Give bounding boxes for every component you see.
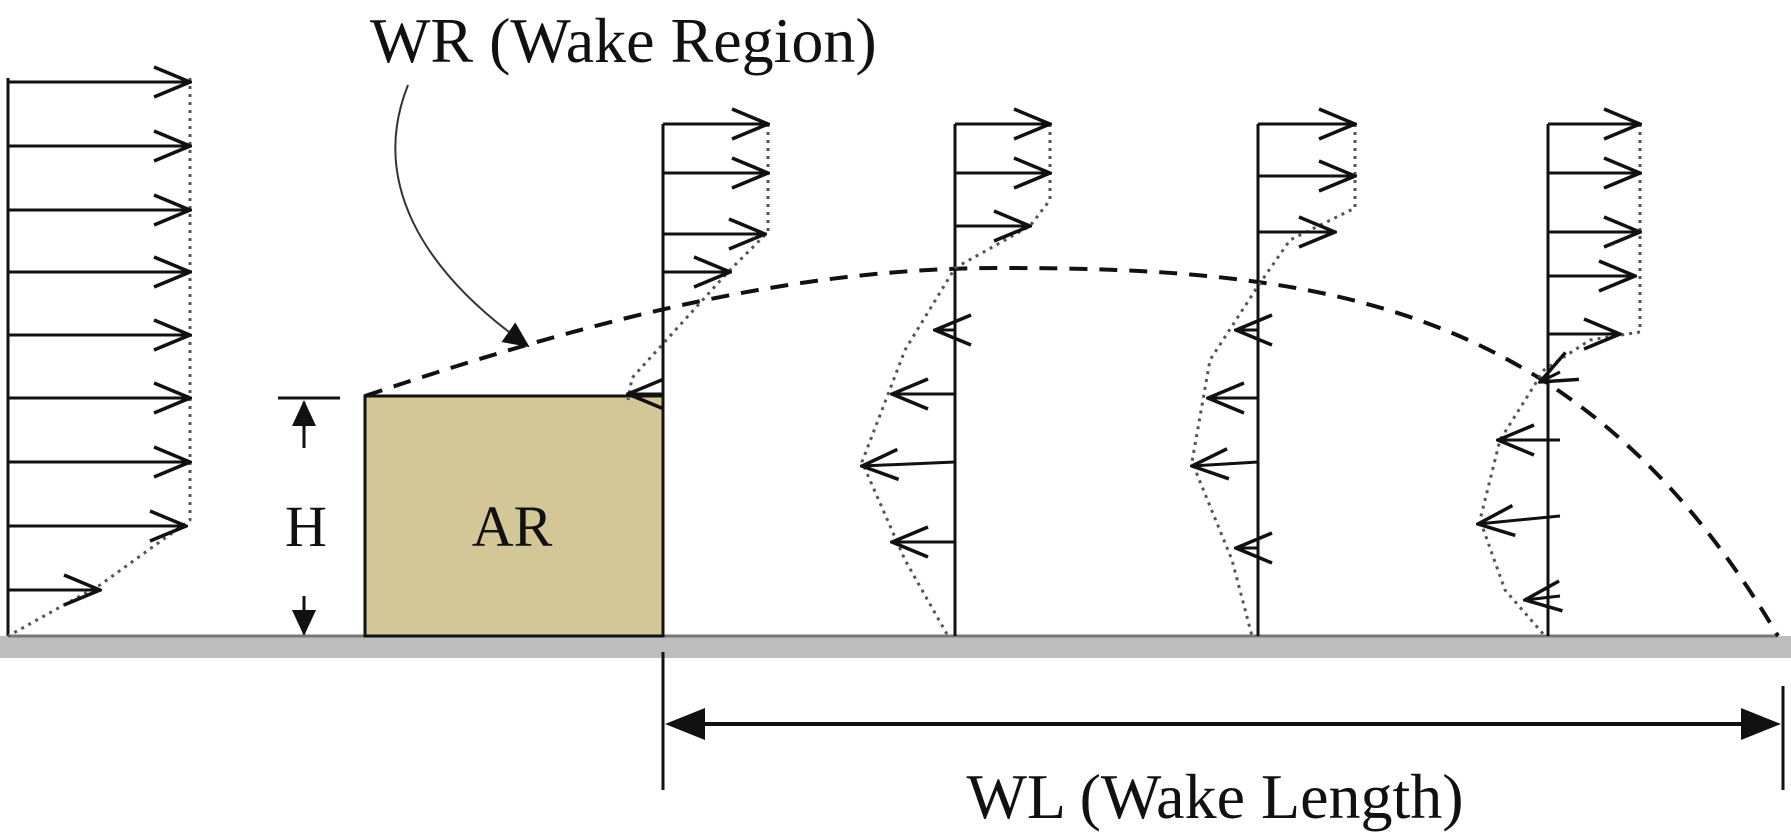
height-dimension: H [278,396,340,636]
ground-surface [0,636,1791,658]
velocity-profile-4 [1478,124,1640,637]
velocity-arrow-icon [663,124,768,272]
velocity-arrow-icon [955,124,1050,226]
wake-region-pointer [394,84,530,348]
velocity-arrow-icon [1548,124,1640,334]
wake-region-label: WR (Wake Region) [370,5,877,76]
velocity-profile-2 [862,124,1050,637]
velocity-profile-3 [1192,124,1355,637]
height-label: H [285,494,327,559]
wake-length-label: WL (Wake Length) [966,761,1463,832]
reverse-flow-arrow-icon [1478,372,1560,600]
velocity-arrow-icon [1258,124,1355,232]
wake-length-dimension: WL (Wake Length) [661,652,1785,832]
velocity-arrow-icon [8,82,190,590]
obstacle-label: AR [472,494,553,559]
wake-boundary-curve [364,265,1780,638]
obstacle-block: AR [363,394,665,638]
reverse-flow-arrow-icon [1192,330,1258,548]
inlet-velocity-profile [6,78,192,638]
inlet-profile-curve [7,78,192,638]
reverse-flow-arrow-icon [862,330,955,542]
velocity-profile-1 [628,124,768,636]
